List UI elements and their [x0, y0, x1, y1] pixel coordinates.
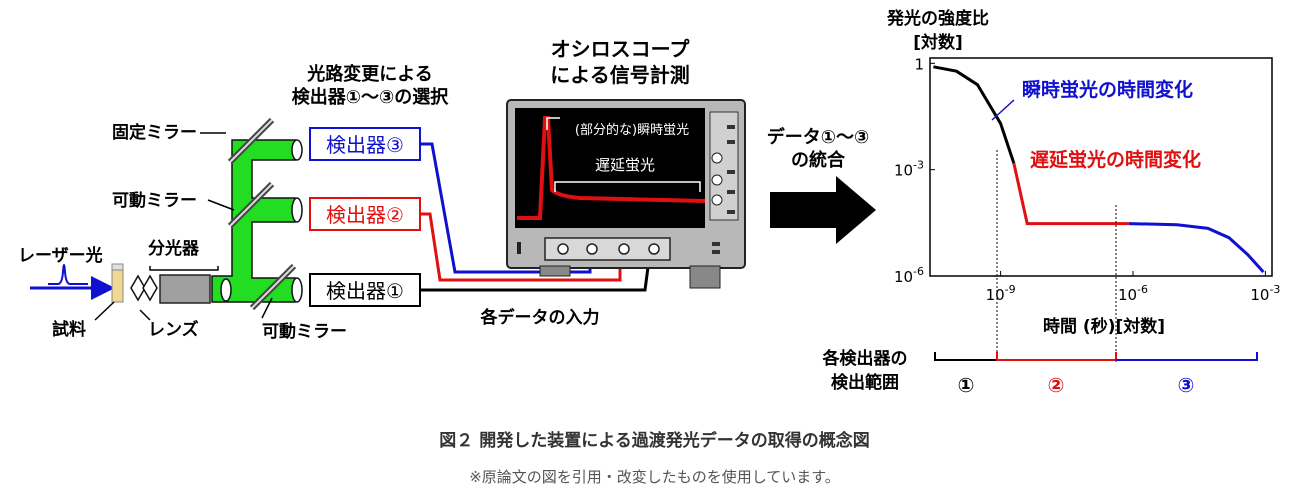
range-title-line1: 各検出器の [822, 348, 908, 369]
range-bracket-3 [1116, 352, 1258, 361]
screen-prompt-label: (部分的な)瞬時蛍光 [575, 122, 689, 138]
oscilloscope-title-line2: による信号計測 [550, 63, 689, 87]
detector-3-label: 検出器③ [326, 133, 404, 157]
range-label-1: ① [958, 373, 975, 397]
chart-xlabel: 時間 (秒)[対数] [1043, 316, 1165, 337]
annotation-delayed: 遅延蛍光の時間変化 [1030, 148, 1201, 171]
range-title-line2: 検出範囲 [831, 372, 899, 393]
movable-mirror-bottom [249, 263, 297, 311]
movable-mirror-top [227, 181, 275, 229]
beam-tip-2 [291, 197, 303, 223]
x-tick-label-0: 10-9 [986, 283, 1016, 304]
label-monochromator: 分光器 [148, 238, 200, 259]
series-line-detector-1 [933, 65, 1016, 164]
oscilloscope-title-line1: オシロスコープ [551, 37, 691, 61]
label-fixed-mirror: 固定ミラー [112, 122, 197, 143]
chart-ylabel-line2: [対数] [913, 32, 963, 53]
merge-arrow [770, 176, 876, 244]
selection-title-line2: 検出器①～③の選択 [292, 86, 449, 108]
range-bracket-1 [934, 352, 997, 361]
y-tick-label-0: 1 [914, 55, 924, 73]
lens-2 [142, 274, 158, 302]
label-lens: レンズ [148, 319, 199, 340]
screen-delayed-label: 遅延蛍光 [595, 156, 655, 174]
detector-1-box [309, 273, 421, 307]
plot-frame [929, 57, 1273, 277]
laser-pulse-icon [48, 264, 88, 285]
label-laser: レーザー光 [18, 245, 103, 266]
beam-tip-1 [291, 277, 303, 303]
oscilloscope: (部分的な)瞬時蛍光 遅延蛍光 [506, 99, 746, 289]
detector-2-label: 検出器② [326, 203, 404, 227]
range-label-3: ③ [1178, 373, 1195, 397]
range-label-2: ② [1048, 373, 1065, 397]
y-tick-label-2: 10-6 [894, 265, 924, 286]
y-tick-label-1: 10-3 [894, 159, 924, 180]
monochromator [159, 274, 211, 304]
cable-detector-2 [420, 212, 622, 282]
detector-1-label: 検出器① [326, 279, 404, 303]
series-line-detector-2 [1012, 163, 1129, 226]
selection-title-line1: 光路変更による [306, 63, 432, 85]
x-tick-label-2: 10-3 [1250, 283, 1280, 304]
annotation-prompt: 瞬時蛍光の時間変化 [1022, 78, 1193, 101]
x-tick-label-1: 10-6 [1118, 283, 1148, 304]
merge-label-line1: データ①～③ [767, 126, 869, 148]
merge-label-line2: の統合 [791, 149, 846, 171]
figure-caption: 図２ 開発した装置による過渡発光データの取得の概念図 [439, 431, 870, 451]
detector-3-box [309, 127, 421, 161]
chart-ylabel-line1: 発光の強度比 [886, 8, 989, 29]
beam-lens-small [220, 278, 232, 302]
label-movable-mirror-bottom: 可動ミラー [262, 321, 347, 342]
label-data-input: 各データの入力 [480, 307, 600, 328]
oscilloscope-input-panel [544, 237, 671, 261]
label-movable-mirror-top: 可動ミラー [112, 190, 197, 211]
figure-diagram: 光路変更による 検出器①～③の選択 固定ミラー 可動ミラー 可動ミラー レーザ [18, 8, 1281, 397]
label-sample: 試料 [52, 319, 86, 340]
decay-chart: 発光の強度比 [対数] 1 10-3 10-6 10-9 10-6 10-3 瞬時蛍光の… [822, 8, 1281, 397]
series-line-detector-3 [1128, 222, 1265, 274]
fixed-mirror [227, 117, 275, 165]
figure-note: ※原論文の図を引用・改変したものを使用しています。 [469, 468, 840, 486]
range-bracket-2 [996, 352, 1117, 361]
optical-setup: 光路変更による 検出器①～③の選択 固定ミラー 可動ミラー 可動ミラー レーザ [18, 37, 876, 342]
beam-tip-3 [291, 139, 303, 161]
